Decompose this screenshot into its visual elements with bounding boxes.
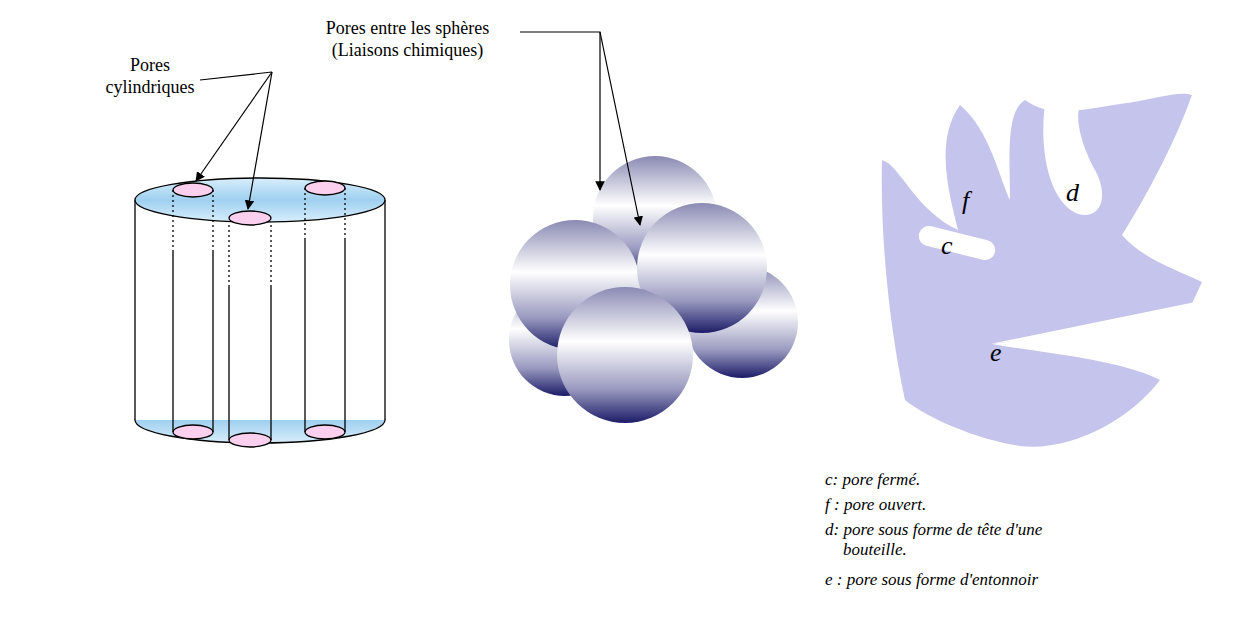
note: f : pore ouvert. [825, 495, 926, 515]
callout-letter: f [962, 185, 969, 216]
spheres [509, 156, 798, 423]
porous-solid [882, 94, 1205, 447]
leader-line [196, 72, 272, 209]
cylinder [135, 178, 385, 447]
part-label: Pores entre les sphères (Liaisons chimiq… [300, 18, 515, 61]
callout-letter: c [941, 230, 953, 261]
callout-letter: d [1066, 177, 1079, 208]
leader-line [520, 32, 640, 225]
part-label: Pores cylindriques [95, 55, 205, 98]
callout-letter: e [990, 337, 1002, 368]
note: c: pore fermé. [825, 470, 920, 490]
note: e : pore sous forme d'entonnoir [825, 570, 1038, 590]
note: d: pore sous forme de tête d'une bouteil… [825, 520, 1073, 561]
